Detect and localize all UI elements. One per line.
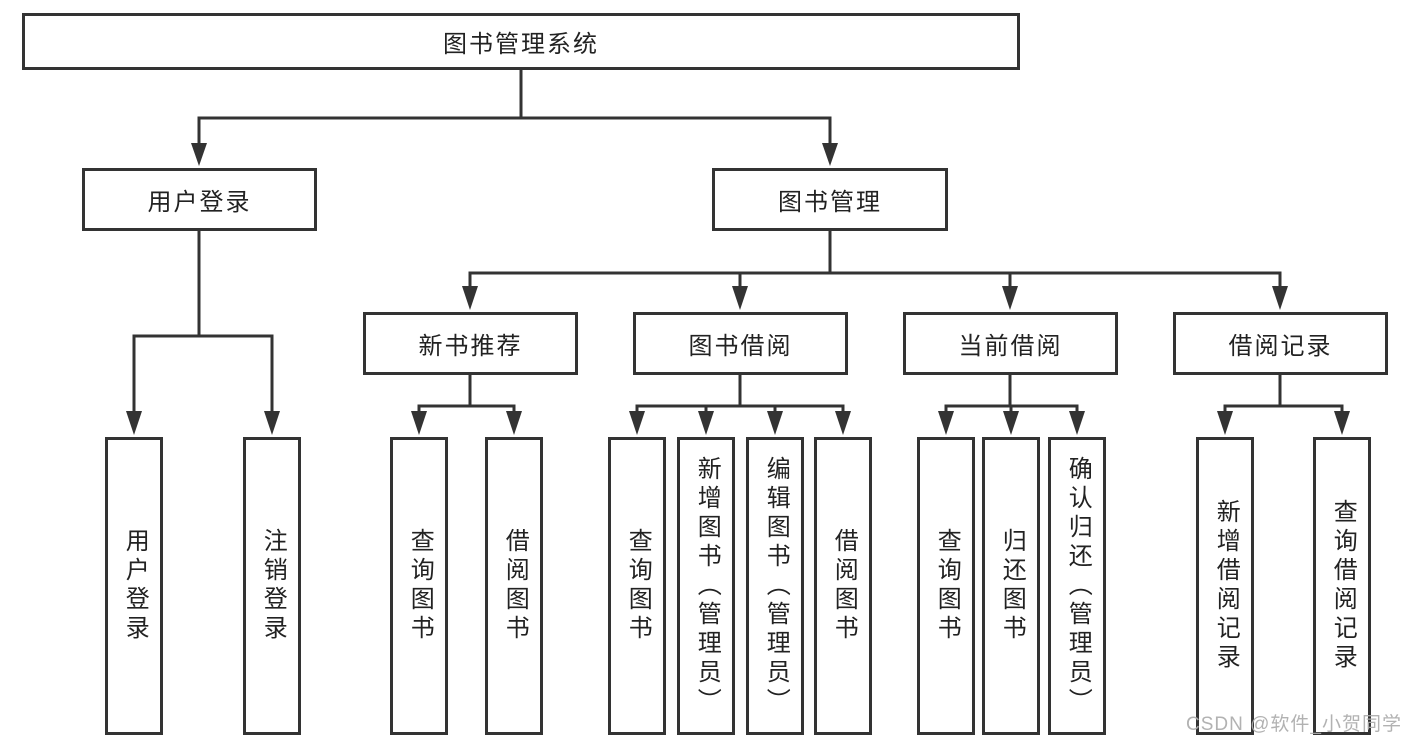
node-root: 图书管理系统 <box>22 13 1020 70</box>
arrowheads <box>126 143 1350 435</box>
node-user-login-label: 用户登录 <box>147 189 252 216</box>
leaf-query-books-borrowing: 查询图书 <box>608 437 666 735</box>
node-book-borrowing: 图书借阅 <box>633 312 848 375</box>
node-current-borrowing: 当前借阅 <box>903 312 1118 375</box>
node-new-book-recommend: 新书推荐 <box>363 312 578 375</box>
node-borrowing-records-label: 借阅记录 <box>1228 333 1333 360</box>
node-book-management: 图书管理 <box>712 168 948 231</box>
node-root-label: 图书管理系统 <box>443 31 599 58</box>
leaf-add-borrow-record: 新增借阅记录 <box>1196 437 1254 735</box>
leaf-user-login: 用户登录 <box>105 437 163 735</box>
leaf-add-book-admin: 新增图书（管理员） <box>677 437 735 735</box>
leaf-edit-book-admin: 编辑图书（管理员） <box>746 437 804 735</box>
node-borrowing-records: 借阅记录 <box>1173 312 1388 375</box>
leaf-borrow-books-recommend: 借阅图书 <box>485 437 543 735</box>
leaf-query-books-current: 查询图书 <box>917 437 975 735</box>
leaf-query-books-recommend: 查询图书 <box>390 437 448 735</box>
csdn-watermark: CSDN @软件_小贺同学 <box>1186 714 1402 735</box>
leaf-borrow-books-borrowing: 借阅图书 <box>814 437 872 735</box>
leaf-confirm-return-admin: 确认归还（管理员） <box>1048 437 1106 735</box>
node-book-management-label: 图书管理 <box>778 189 882 216</box>
leaf-query-borrow-record: 查询借阅记录 <box>1313 437 1371 735</box>
node-current-borrowing-label: 当前借阅 <box>958 333 1063 360</box>
node-book-borrowing-label: 图书借阅 <box>688 333 793 360</box>
leaf-logout: 注销登录 <box>243 437 301 735</box>
leaf-return-book: 归还图书 <box>982 437 1040 735</box>
node-new-book-recommend-label: 新书推荐 <box>418 333 523 360</box>
node-user-login: 用户登录 <box>82 168 317 231</box>
